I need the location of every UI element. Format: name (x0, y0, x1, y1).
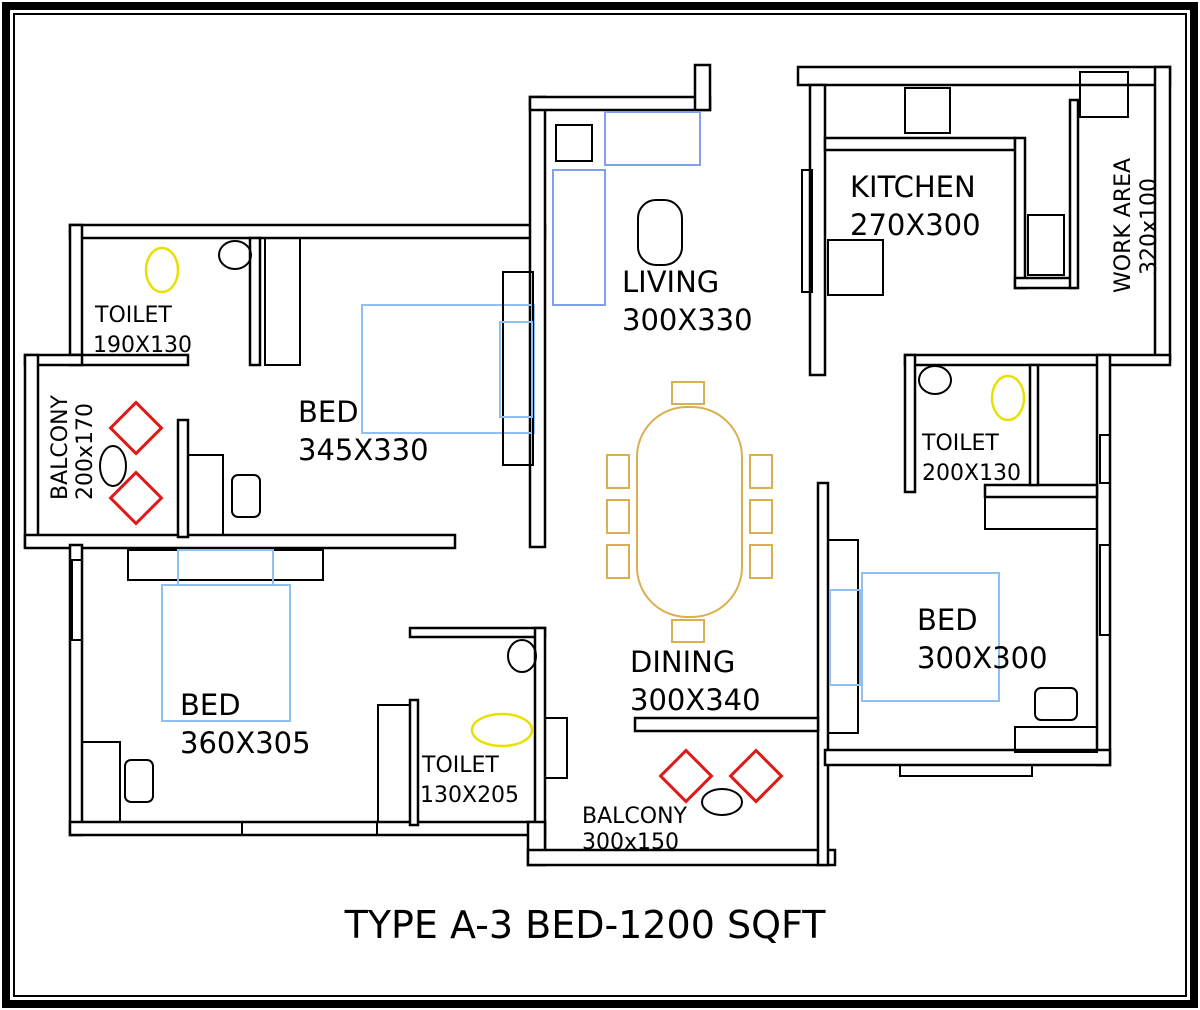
dining-table-icon (636, 406, 743, 618)
balcony-2-size: 300x150 (582, 830, 679, 855)
wardrobe-icon (377, 704, 411, 823)
work-area-size: 320x100 (1137, 178, 1162, 275)
stove-icon (904, 87, 951, 134)
tv-icon (555, 124, 593, 162)
living-table-icon (637, 199, 683, 266)
toilet-2-size: 200X130 (922, 461, 1021, 486)
dining-name: DINING (630, 645, 735, 679)
bed-3-name: BED (180, 688, 241, 722)
living-name: LIVING (622, 265, 719, 299)
toilet-2-icon (990, 374, 1026, 422)
toilet-2-name: TOILET (921, 431, 999, 456)
inner-frame (13, 13, 1187, 997)
bed-1-size: 345X330 (298, 433, 429, 467)
room-labels: TOILET 190X130 BALCONY 200x170 BED 345X3… (48, 158, 1162, 855)
toilet-3-icon (470, 712, 534, 748)
bed-3-size: 360X305 (180, 726, 311, 760)
toilet-3-size: 130X205 (420, 783, 519, 808)
work-area-name: WORK AREA (1111, 158, 1136, 293)
toilet-3-name: TOILET (421, 753, 499, 778)
balcony-1-name: BALCONY (48, 394, 73, 500)
toilet-1-icon (144, 246, 180, 294)
bed-2-icon (861, 572, 1000, 702)
windows (71, 169, 1111, 836)
basin-icon (218, 240, 252, 270)
plan-title: TYPE A-3 BED-1200 SQFT (344, 903, 827, 947)
furniture (81, 71, 1129, 823)
balcony-2-name: BALCONY (582, 804, 688, 829)
bed-2-size: 300X300 (917, 641, 1048, 675)
dining-size: 300X340 (630, 683, 761, 717)
basin-icon (507, 639, 537, 673)
sofa-icon (552, 111, 701, 306)
balcony-chairs-icon (108, 400, 784, 804)
bed-1-name: BED (298, 395, 359, 429)
kitchen-size: 270X300 (850, 208, 981, 242)
bed-2-name: BED (917, 603, 978, 637)
living-size: 300X330 (622, 303, 753, 337)
balcony-1-size: 200x170 (73, 403, 98, 500)
bed-1-icon (361, 304, 535, 434)
kitchen-name: KITCHEN (850, 170, 976, 204)
toilet-1-name: TOILET (94, 303, 172, 328)
wardrobe-icon (984, 496, 1098, 530)
sink-icon (1027, 214, 1065, 276)
toilet-1-size: 190X130 (93, 333, 192, 358)
wardrobe-icon (264, 237, 301, 366)
fridge-icon (1079, 71, 1129, 118)
basin-icon (918, 365, 952, 395)
